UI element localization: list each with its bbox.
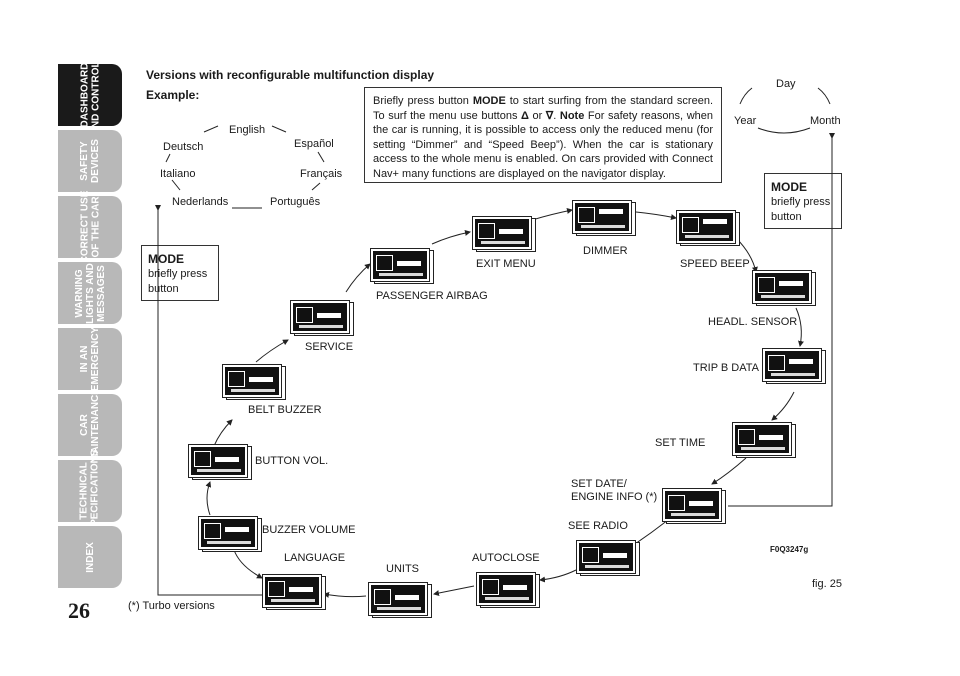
screen-see-radio [476,572,540,608]
tab-in-an-emergency[interactable]: IN AN EMERGENCY [58,327,122,391]
date-year: Year [734,115,757,127]
mode-button-callout-left: MODE briefly press button [141,245,219,301]
screen-button-vol [222,364,286,400]
screen-dimmer [676,210,740,246]
date-day: Day [776,78,796,90]
tab-index[interactable]: INDEX [58,526,122,588]
label-passenger-airbag: PASSENGER AIRBAG [376,290,488,302]
lang-francais: Français [300,168,343,180]
mode-button-callout-right: MODE briefly press button [764,173,842,229]
screen-trip-b-data [732,422,796,458]
label-engine-info: ENGINE INFO (*) [571,491,658,503]
label-button-vol: BUTTON VOL. [255,455,329,467]
tab-car-maintenance[interactable]: CAR MAINTENANCE [58,388,122,462]
page-number: 26 [68,598,90,623]
lang-italiano: Italiano [160,168,196,180]
label-service: SERVICE [305,341,354,353]
tab-correct-use[interactable]: CORRECT USE OF THE CAR [58,191,122,263]
label-headl-sensor: HEADL. SENSOR [708,316,798,328]
lang-nederlands: Nederlands [172,196,229,208]
screen-language [188,444,252,480]
example-label: Example: [146,88,200,102]
screen-buzzer-volume [198,516,262,552]
screen-set-time [662,488,726,524]
screen-passenger-airbag [472,216,536,252]
footnote: (*) Turbo versions [128,600,215,612]
section-heading: Versions with reconfigurable multifuncti… [146,68,435,82]
screen-headl-sensor [762,348,826,384]
label-set-date: SET DATE/ [571,478,627,490]
label-set-time: SET TIME [655,437,706,449]
label-units: UNITS [386,563,419,575]
lang-deutsch: Deutsch [163,141,204,153]
screen-units [262,574,326,610]
screen-set-date [576,540,640,576]
tab-dashboard-and-controls[interactable]: DASHBOARD AND CONTROLS [58,55,122,135]
lang-espanol: Español [294,138,334,150]
tab-safety-devices[interactable]: SAFETY DEVICES [58,130,122,192]
screen-autoclose [368,582,432,618]
figure-code: F0Q3247g [770,545,809,554]
label-see-radio: SEE RADIO [568,520,628,532]
lang-portugues: Português [270,196,321,208]
label-dimmer: DIMMER [583,245,628,257]
tab-warning-lights[interactable]: WARNING LIGHTS AND MESSAGES [58,262,122,324]
tab-technical-specifications[interactable]: TECHNICAL SPECIFICATIONS [58,449,122,533]
instruction-note: Briefly press button MODE to start surfi… [364,87,722,183]
lang-english: English [229,124,266,136]
date-month: Month [810,115,841,127]
label-trip-b-data: TRIP B DATA [693,362,760,374]
label-buzzer-volume: BUZZER VOLUME [262,524,356,536]
screen-service [370,248,434,284]
label-language: LANGUAGE [284,552,346,564]
label-autoclose: AUTOCLOSE [472,552,540,564]
label-speed-beep: SPEED BEEP [680,258,750,270]
screen-speed-beep [752,270,816,306]
screen-exit-menu [572,200,636,236]
screen-belt-buzzer [290,300,354,336]
label-belt-buzzer: BELT BUZZER [248,404,322,416]
figure-label: fig. 25 [812,578,842,590]
label-exit-menu: EXIT MENU [476,258,536,270]
